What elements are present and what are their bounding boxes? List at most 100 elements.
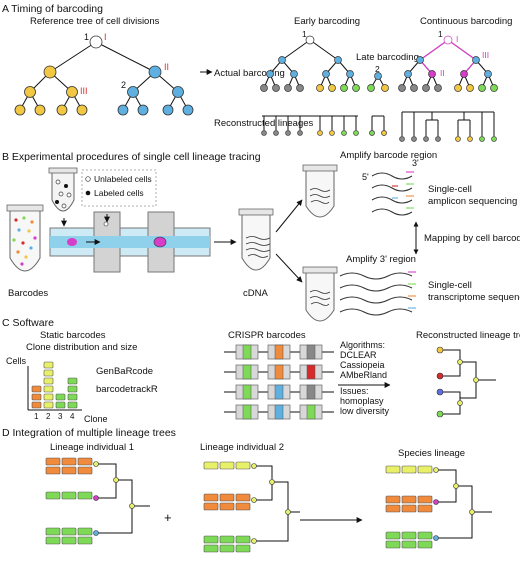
transcriptome-reads bbox=[339, 271, 416, 316]
late-barcoding-label: Late barcoding bbox=[356, 52, 419, 63]
amplicon-reads bbox=[371, 171, 414, 216]
cell-block bbox=[77, 457, 93, 466]
transcriptome-tube bbox=[302, 266, 338, 322]
cell-block bbox=[45, 527, 61, 536]
early-node-1-label: 1 bbox=[302, 29, 307, 39]
tree-branch bbox=[254, 465, 273, 501]
clone-block bbox=[43, 361, 54, 369]
tool-barcodetrackr: barcodetrackR bbox=[96, 384, 158, 395]
cell-block bbox=[61, 491, 77, 500]
cell-block bbox=[61, 457, 77, 466]
panel-a-heading: A Timing of barcoding bbox=[2, 3, 103, 15]
tree-node bbox=[251, 497, 257, 503]
tree-node bbox=[93, 461, 99, 467]
tree-node bbox=[433, 467, 439, 473]
cell-block bbox=[219, 493, 235, 502]
cell-block bbox=[385, 531, 401, 540]
actual-barcoding-label: Actual barcoding bbox=[214, 68, 285, 79]
clone-tick-label: 2 bbox=[46, 412, 51, 421]
cell-block bbox=[45, 457, 61, 466]
tree-branch bbox=[254, 481, 289, 542]
clone-block bbox=[67, 401, 78, 409]
species-lineage-label: Species lineage bbox=[398, 448, 465, 459]
cell-block bbox=[45, 491, 61, 500]
clone-chart-axes bbox=[27, 366, 82, 411]
cell-block bbox=[401, 504, 417, 513]
arrow-to-transcriptome bbox=[275, 253, 303, 283]
reconstructed-tree-nodes bbox=[436, 346, 479, 418]
continuous-roman-III: III bbox=[482, 50, 489, 60]
cell-block bbox=[401, 531, 417, 540]
cell-block bbox=[385, 465, 401, 474]
algorithm-2: Cassiopeia bbox=[340, 360, 385, 370]
reference-tree-nodes bbox=[14, 35, 194, 116]
tree-node bbox=[251, 463, 257, 469]
cdna-label: cDNA bbox=[243, 288, 268, 299]
tree-branch bbox=[436, 469, 457, 503]
tree-branch bbox=[96, 463, 117, 499]
cdna-tube bbox=[238, 208, 274, 271]
panel-b-heading: B Experimental procedures of single cell… bbox=[2, 151, 261, 163]
clone-block bbox=[31, 401, 42, 409]
cell-block bbox=[385, 540, 401, 549]
cell-block bbox=[401, 495, 417, 504]
roman-I-label: I bbox=[104, 32, 107, 42]
node-1-label: 1 bbox=[84, 32, 89, 42]
cell-block bbox=[417, 540, 433, 549]
late-tree-nodes bbox=[367, 72, 389, 136]
crispr-edit-mark bbox=[274, 404, 284, 420]
late-node-2-label: 2 bbox=[375, 64, 380, 74]
crispr-edit-mark bbox=[306, 404, 316, 420]
clone-block bbox=[43, 393, 54, 401]
continuous-tree-nodes bbox=[398, 35, 498, 92]
tree-node bbox=[93, 495, 99, 501]
clone-block bbox=[67, 377, 78, 385]
cell-block bbox=[235, 502, 251, 511]
amplicon-tube bbox=[302, 164, 338, 218]
individual-1-label: Lineage individual 1 bbox=[50, 442, 134, 453]
continuous-node-1-label: 1 bbox=[438, 29, 443, 39]
node-2-label: 2 bbox=[121, 80, 126, 90]
issue-1: homoplasy bbox=[340, 396, 384, 406]
clone-block bbox=[43, 401, 54, 409]
unlabeled-cells-label: Unlabeled cells bbox=[94, 174, 152, 184]
clone-block bbox=[55, 393, 66, 401]
tree-node bbox=[113, 477, 119, 483]
clone-block bbox=[43, 385, 54, 393]
clone-block bbox=[43, 369, 54, 377]
early-tree-nodes bbox=[260, 35, 360, 92]
clone-tick-label: 4 bbox=[70, 412, 75, 421]
tree-node bbox=[453, 483, 459, 489]
tree-branch bbox=[436, 485, 473, 539]
microfluidic-chip bbox=[49, 211, 211, 273]
cell-block bbox=[235, 535, 251, 544]
early-tree bbox=[263, 39, 357, 89]
continuous-barcoding-label: Continuous barcoding bbox=[420, 16, 512, 27]
amplify-barcode-label: Amplify barcode region bbox=[340, 150, 437, 161]
cell-block bbox=[385, 495, 401, 504]
cell-block bbox=[219, 502, 235, 511]
late-tree bbox=[370, 75, 386, 132]
clone-tick-label: 1 bbox=[34, 412, 39, 421]
continuous-lineage bbox=[401, 111, 495, 138]
cell-block bbox=[77, 466, 93, 475]
amplicon-seq-line2: amplicon sequencing bbox=[428, 196, 517, 207]
crispr-edit-mark bbox=[306, 344, 316, 360]
reference-tree-label: Reference tree of cell divisions bbox=[30, 16, 160, 27]
cell-block bbox=[77, 491, 93, 500]
cell-block bbox=[235, 493, 251, 502]
individual-2-label: Lineage individual 2 bbox=[200, 442, 284, 453]
cell-block bbox=[219, 461, 235, 470]
cell-block bbox=[417, 531, 433, 540]
reconstructed-tree bbox=[440, 349, 496, 415]
crispr-arrays bbox=[224, 344, 334, 420]
roman-II-label: II bbox=[164, 62, 169, 72]
cell-block bbox=[203, 502, 219, 511]
algorithm-1: DCLEAR bbox=[340, 350, 377, 360]
continuous-tree bbox=[401, 39, 495, 89]
tree-node bbox=[93, 530, 99, 536]
clone-block bbox=[31, 385, 42, 393]
tree-node bbox=[251, 538, 257, 544]
clone-block bbox=[67, 385, 78, 393]
cell-block bbox=[77, 527, 93, 536]
